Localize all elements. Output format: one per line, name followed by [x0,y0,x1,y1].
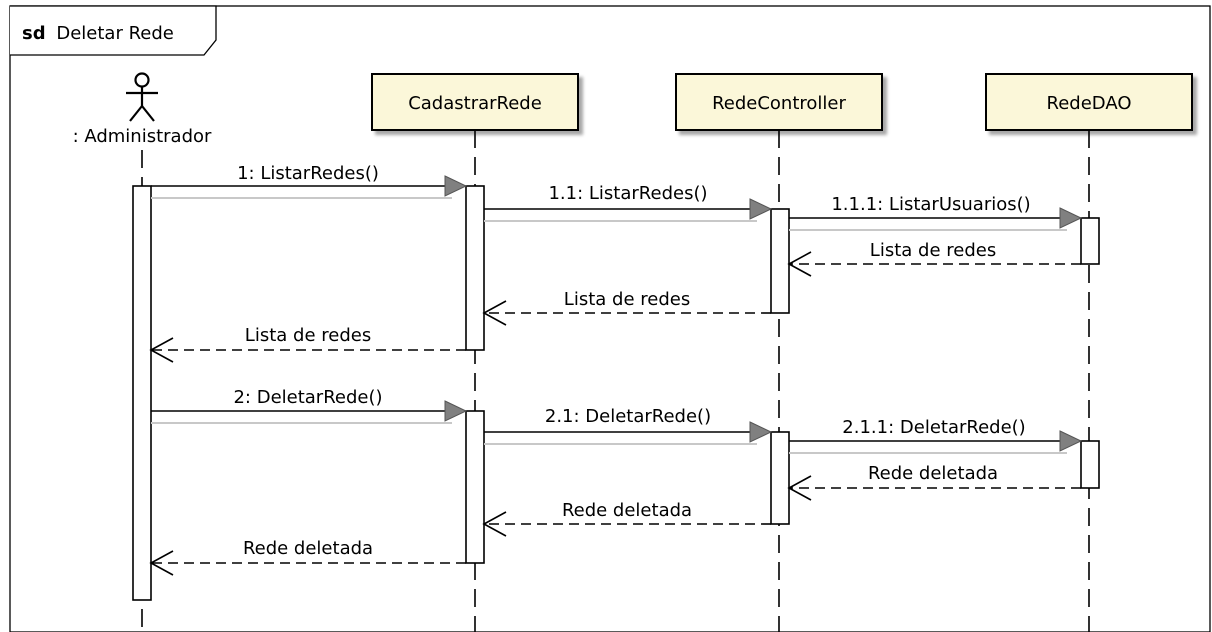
message-label: Rede deletada [562,500,692,521]
return-arrowhead-icon [482,300,507,326]
arrowhead-icon [749,421,773,443]
activation-dao-1 [1080,217,1100,265]
message-m2: 2: DeletarRede() [151,387,468,424]
message-r21: Rede deletada [482,500,771,537]
arrowhead-icon [1059,430,1083,452]
activation-controller-1 [770,208,790,314]
lifeline-header-cadastrar: CadastrarRede [371,73,579,131]
return-arrowhead-icon [482,511,507,537]
message-m11: 1.1: ListarRedes() [484,183,773,222]
message-m21: 2.1: DeletarRede() [484,406,773,445]
message-m211: 2.1.1: DeletarRede() [789,417,1083,454]
activation-controller-2 [770,431,790,525]
frame-keyword: sd [22,23,46,44]
message-r11: Lista de redes [482,289,771,326]
activation-cadastrar-2 [465,410,485,564]
arrowhead-icon [749,198,773,220]
actor-label: : Administrador [73,126,212,147]
message-label: Rede deletada [868,463,998,484]
message-label: Lista de redes [245,325,371,346]
message-label: Lista de redes [870,240,996,261]
diagram-frame [9,5,1211,632]
lifeline-header-controller: RedeController [675,73,883,131]
arrowhead-icon [444,175,468,197]
activation-cadastrar-1 [465,185,485,351]
message-r1: Lista de redes [149,325,466,363]
frame-name: Deletar Rede [56,23,174,44]
return-arrowhead-icon [787,251,812,277]
frame-name-tab [10,5,217,56]
lifeline-label-dao: RedeDAO [1047,93,1132,114]
lifeline-label-controller: RedeController [712,93,846,114]
message-label: 2: DeletarRede() [233,387,382,408]
frame-title: sd Deletar Rede [22,23,174,44]
arrowhead-icon [444,400,468,422]
return-arrowhead-icon [787,475,812,501]
return-arrowhead-icon [149,337,174,363]
message-label: 2.1.1: DeletarRede() [842,417,1025,438]
actor-administrador: : Administrador [73,72,212,147]
activation-dao-2 [1080,440,1100,489]
message-r111: Lista de redes [787,240,1081,277]
message-r211: Rede deletada [787,463,1081,501]
stick-figure-icon [126,72,158,122]
message-label: 1: ListarRedes() [237,163,379,184]
message-r2: Rede deletada [149,538,466,576]
arrowhead-icon [1059,207,1083,229]
return-arrowhead-icon [149,550,174,576]
message-label: 1.1.1: ListarUsuarios() [831,194,1030,215]
message-label: 2.1: DeletarRede() [545,406,711,427]
activation-administrador [132,185,152,601]
message-label: 1.1: ListarRedes() [548,183,707,204]
message-label: Lista de redes [564,289,690,310]
message-m1: 1: ListarRedes() [151,163,468,199]
lifeline-header-dao: RedeDAO [985,73,1193,131]
message-m111: 1.1.1: ListarUsuarios() [789,194,1083,231]
lifeline-label-cadastrar: CadastrarRede [408,93,542,114]
message-label: Rede deletada [243,538,373,559]
